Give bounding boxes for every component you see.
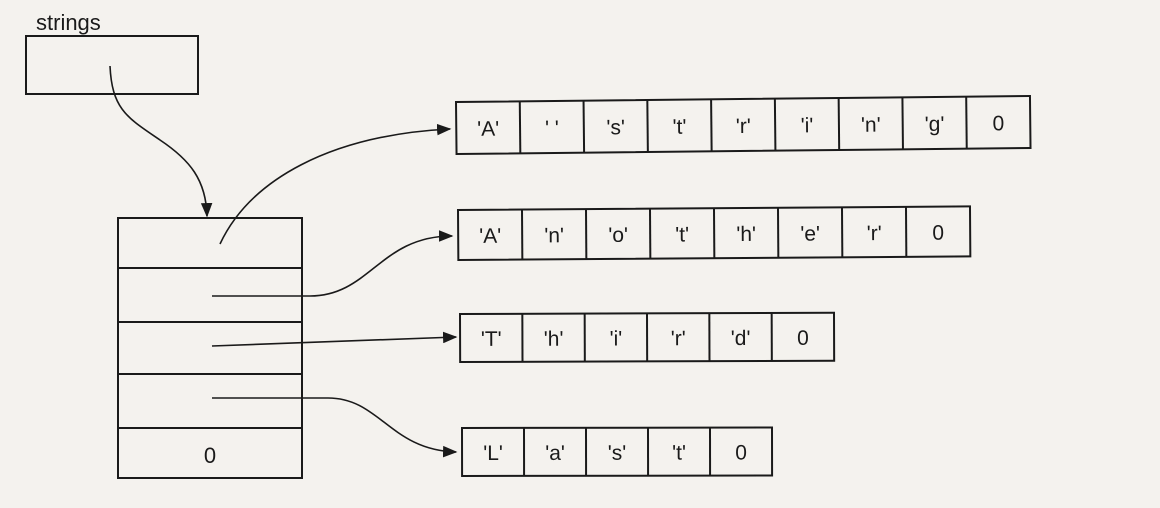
char-cell: 'd'	[731, 327, 751, 350]
string-array-frame	[454, 94, 1032, 156]
char-cell: 'n'	[544, 224, 564, 247]
variable-label: strings	[36, 10, 101, 35]
char-cell: 'A'	[477, 118, 499, 141]
char-cell: 'T'	[481, 328, 502, 351]
char-cell: 'h'	[736, 223, 756, 246]
string-array-frame	[460, 426, 774, 478]
cell-divider	[965, 96, 968, 149]
arrows	[109, 65, 458, 458]
char-cell: 'g'	[925, 113, 945, 136]
null-terminator-cell: 0	[992, 112, 1004, 135]
pointer-4-arrow	[212, 397, 458, 458]
cell-divider	[901, 97, 904, 150]
char-cell: 't'	[672, 116, 686, 139]
cell-divider	[710, 99, 713, 152]
null-terminator-cell: 0	[797, 327, 809, 350]
char-cell: 'i'	[610, 327, 623, 350]
char-cell: 'r'	[671, 327, 686, 350]
char-cell: 'A'	[479, 225, 501, 248]
variable-to-array-arrow	[109, 65, 213, 218]
string-arrays: 'A' ' ' 's' 't' 'r' 'i' 'n' 'g' 0 'A' 'n' 'o' 't' 'h'…	[454, 94, 1032, 478]
char-cell: ' '	[545, 117, 559, 140]
variable-box	[25, 35, 199, 95]
char-cell: 'a'	[545, 442, 565, 465]
string-array-3: 'T' 'h' 'i' 'r' 'd' 0	[458, 311, 836, 364]
pointer-array: 0	[117, 217, 303, 479]
char-cell: 's'	[608, 442, 627, 465]
pointer-3-arrow	[211, 331, 458, 347]
char-cell: 'e'	[800, 222, 820, 245]
cell-divider	[837, 97, 841, 151]
char-cell: 'h'	[544, 328, 564, 351]
cell-divider	[582, 100, 586, 153]
cell-divider	[773, 98, 777, 151]
char-cell: 's'	[606, 116, 625, 139]
char-cell: 'r'	[867, 222, 882, 245]
null-terminator-cell: 0	[735, 442, 747, 465]
char-cell: 'L'	[483, 442, 503, 465]
pointer-array-terminator: 0	[204, 443, 216, 468]
string-array-1: 'A' ' ' 's' 't' 'r' 'i' 'n' 'g' 0	[454, 94, 1032, 156]
char-cell: 'n'	[861, 114, 881, 137]
cell-divider	[518, 101, 522, 154]
null-terminator-cell: 0	[932, 222, 944, 245]
char-cell: 'i'	[801, 114, 814, 137]
string-array-2: 'A' 'n' 'o' 't' 'h' 'e' 'r' 0	[456, 205, 972, 262]
char-cell: 'o'	[608, 224, 628, 247]
char-cell: 't'	[675, 223, 689, 246]
pointer-2-arrow	[212, 230, 454, 297]
string-array-4: 'L' 'a' 's' 't' 0	[460, 426, 774, 478]
char-cell: 't'	[672, 442, 686, 465]
pointer-1-arrow	[219, 123, 452, 245]
pointer-array-frame	[117, 217, 303, 479]
cell-divider	[646, 99, 649, 153]
char-cell: 'r'	[736, 115, 751, 138]
